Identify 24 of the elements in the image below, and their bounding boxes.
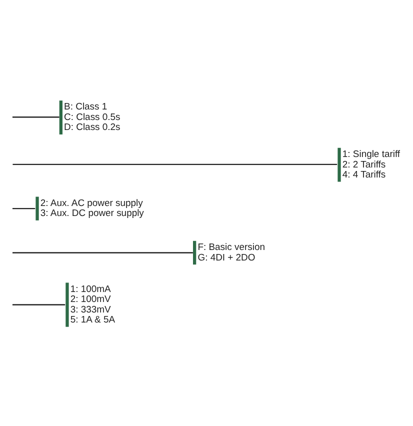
node-label: D: Class 0.2s (64, 122, 120, 133)
node-label: 4: 4 Tariffs (342, 169, 386, 180)
node-label: B: Class 1 (64, 101, 108, 112)
node-label: 5: 1A & 5A (70, 314, 116, 326)
node-label: G: 4DI + 2DO (198, 252, 256, 263)
node-box (59, 100, 62, 134)
node-box (338, 147, 341, 182)
connector (12, 252, 193, 253)
node-box (66, 282, 69, 326)
node-label: C: Class 0.5s (64, 111, 120, 122)
node-box (192, 240, 196, 264)
node-label: 3: Aux. DC power supply (40, 208, 144, 219)
node-label: 1: Single tariff (342, 148, 400, 160)
node-label: 2: 2 Tariffs (342, 158, 386, 170)
node-label: 3: 333mV (70, 304, 111, 315)
node-label: 2: Aux. AC power supply (40, 197, 143, 208)
node-label: 1: 100mA (70, 283, 111, 294)
node-label: F: Basic version (198, 242, 265, 253)
node-box (36, 196, 39, 220)
connector (12, 207, 36, 209)
connector (12, 116, 60, 118)
connector (12, 304, 66, 305)
connector (12, 163, 338, 164)
node-label: 2: 100mV (70, 294, 111, 305)
